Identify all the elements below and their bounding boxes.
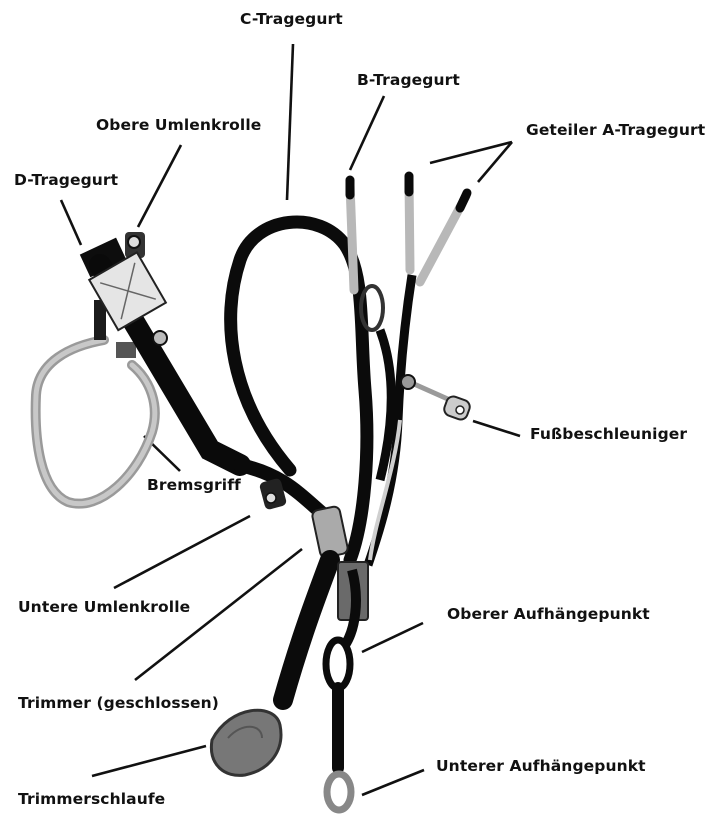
leader-a-tragegurt-2 [478,142,512,182]
speedbar-connector [401,375,472,422]
c-riser [231,222,367,560]
leader-a-tragegurt-1 [430,142,512,163]
label-oberer-aufhaengepunkt: Oberer Aufhängepunkt [447,605,650,623]
leader-obere-umlenkrolle [138,145,181,227]
label-b-tragegurt: B-Tragegurt [357,71,460,89]
leader-trimmerschlaufe [92,746,206,776]
label-unterer-aufhaengepunkt: Unterer Aufhängepunkt [436,757,646,775]
label-d-tragegurt: D-Tragegurt [14,171,118,189]
leader-b-tragegurt [350,96,384,170]
label-geteiler-a-tragegurt: Geteiler A-Tragegurt [526,121,705,139]
a-risers [368,176,467,565]
leader-untere-umlenkrolle [114,516,250,588]
label-bremsgriff: Bremsgriff [147,476,241,494]
label-trimmerschlaufe: Trimmerschlaufe [18,790,165,808]
leader-unterer-aufhaengepunkt [362,770,424,795]
trimmer-strap [211,560,330,775]
leader-d-tragegurt [61,200,81,245]
leader-fussbeschleuniger [473,421,520,436]
leader-c-tragegurt [287,44,293,200]
label-obere-umlenkrolle: Obere Umlenkrolle [96,116,261,134]
label-trimmer: Trimmer (geschlossen) [18,694,219,712]
main-riser [326,562,368,810]
leader-oberer-aufhaengepunkt [362,623,423,652]
label-untere-umlenkrolle: Untere Umlenkrolle [18,598,190,616]
label-c-tragegurt: C-Tragegurt [240,10,343,28]
label-fussbeschleuniger: Fußbeschleuniger [530,425,687,443]
